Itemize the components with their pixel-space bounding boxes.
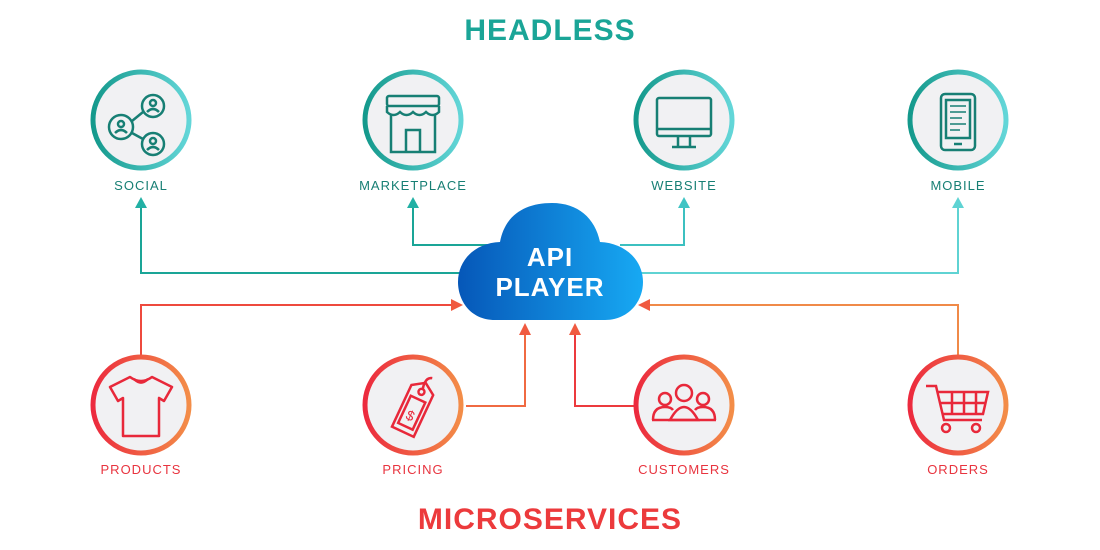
label-customers: CUSTOMERS: [638, 462, 730, 477]
arrow-right-icon: [451, 299, 463, 311]
headless-connectors: [140, 207, 959, 274]
channel-mobile[interactable]: [907, 69, 1009, 171]
microservices-arrows: [451, 299, 650, 335]
arrow-left-icon: [638, 299, 650, 311]
arrow-up-icon: [135, 197, 147, 208]
arrow-up-icon: [569, 323, 581, 335]
api-player-label: API PLAYER: [460, 242, 640, 302]
label-orders: ORDERS: [927, 462, 989, 477]
connector-customers: [574, 333, 634, 407]
mobile-phone-icon: [939, 92, 977, 152]
customers-group-icon: [651, 383, 717, 422]
desktop-monitor-icon: [655, 96, 713, 149]
channel-social[interactable]: [90, 69, 192, 171]
api-player-line1: API: [526, 242, 574, 272]
arrow-up-icon: [678, 197, 690, 208]
api-player-line2: PLAYER: [495, 272, 605, 302]
label-pricing: PRICING: [382, 462, 444, 477]
connector-website: [620, 207, 685, 246]
channel-marketplace[interactable]: [362, 69, 464, 171]
service-products[interactable]: [90, 354, 192, 456]
connector-mobile: [630, 207, 959, 274]
storefront-icon: [385, 94, 441, 154]
arrow-up-icon: [407, 197, 419, 208]
label-website: WEBSITE: [651, 178, 717, 193]
label-mobile: MOBILE: [930, 178, 986, 193]
connector-marketplace: [412, 207, 490, 246]
headless-title: HEADLESS: [464, 14, 636, 47]
tshirt-icon: [108, 375, 174, 438]
microservices-connectors: [140, 304, 959, 407]
headless-arrows: [135, 197, 964, 208]
shopping-cart-icon: [926, 384, 990, 434]
arrow-up-icon: [952, 197, 964, 208]
service-orders[interactable]: [907, 354, 1009, 456]
api-player-cloud: [458, 203, 643, 320]
label-marketplace: MARKETPLACE: [359, 178, 467, 193]
microservices-title: MICROSERVICES: [417, 503, 683, 536]
connector-products: [140, 304, 455, 355]
label-products: PRODUCTS: [100, 462, 182, 477]
connector-orders: [648, 304, 959, 355]
connector-social: [140, 207, 470, 274]
channel-website[interactable]: [633, 69, 735, 171]
arrow-up-icon: [519, 323, 531, 335]
service-pricing[interactable]: $: [362, 354, 464, 456]
connector-pricing: [466, 333, 526, 407]
label-social: SOCIAL: [114, 178, 168, 193]
social-network-icon: [107, 93, 166, 157]
service-customers[interactable]: [633, 354, 735, 456]
